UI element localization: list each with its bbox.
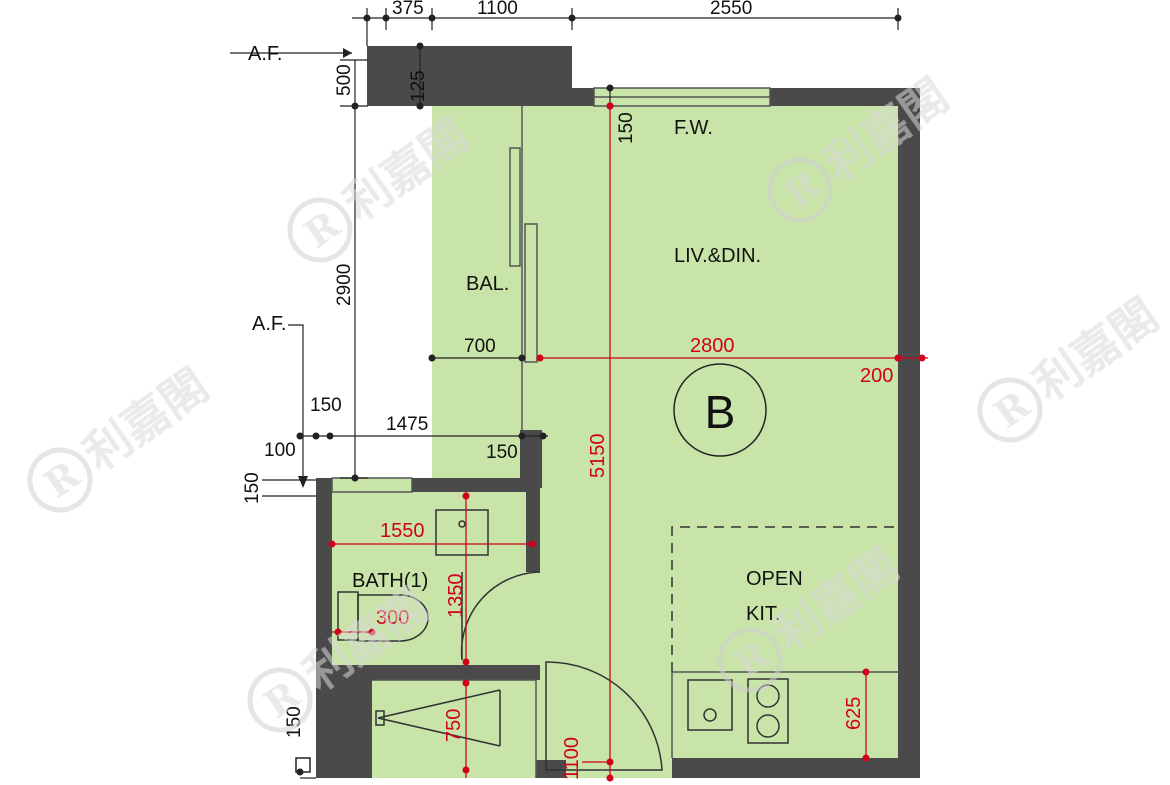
dim-1100: 1100 bbox=[477, 0, 518, 19]
red-dim-2800: 2800 bbox=[690, 335, 735, 357]
basin-drain bbox=[458, 520, 466, 528]
red-dim-1350: 1350 bbox=[445, 574, 467, 619]
room-label-balcony: BAL. bbox=[466, 273, 509, 295]
red-dimension-lines bbox=[332, 106, 928, 778]
bath-window bbox=[331, 477, 413, 493]
dim-150a: 150 bbox=[310, 395, 342, 416]
walls bbox=[316, 46, 920, 778]
wall-top-block bbox=[432, 46, 572, 106]
dim-1475: 1475 bbox=[386, 414, 428, 435]
dim-150-left: 150 bbox=[242, 472, 263, 504]
dim-500: 500 bbox=[334, 64, 355, 96]
sliding-door-panel-1 bbox=[509, 147, 521, 267]
dim-2550: 2550 bbox=[710, 0, 752, 19]
dim-150-fw: 150 bbox=[616, 112, 637, 144]
entry-door-swing bbox=[545, 661, 663, 771]
sliding-door-panel-2 bbox=[524, 223, 538, 363]
red-dim-1100: 1100 bbox=[561, 737, 583, 780]
red-dim-625: 625 bbox=[843, 697, 865, 730]
dim-150b: 150 bbox=[486, 442, 518, 463]
af-mid-arrow bbox=[298, 476, 308, 488]
wc-bowl bbox=[357, 594, 429, 642]
svg-text:利嘉閣: 利嘉閣 bbox=[74, 358, 218, 481]
red-dim-200: 200 bbox=[860, 365, 893, 387]
kitchen-sink bbox=[687, 679, 733, 731]
unit-badge: B bbox=[705, 386, 736, 438]
watermark-logo: R 利嘉閣 bbox=[977, 288, 1168, 443]
dim-125: 125 bbox=[408, 70, 429, 102]
wall-bath-bottom bbox=[332, 665, 540, 680]
partitions bbox=[331, 87, 898, 778]
red-dim-5150: 5150 bbox=[587, 434, 609, 479]
wall-kitchen-bottom bbox=[672, 758, 898, 778]
entry-fill bbox=[540, 560, 672, 778]
shower-fill bbox=[372, 680, 536, 778]
hob bbox=[747, 678, 789, 744]
bath-door-swing bbox=[460, 571, 541, 661]
dim-100: 100 bbox=[264, 440, 296, 461]
dim-2900: 2900 bbox=[334, 264, 355, 306]
wall-column-mid bbox=[520, 430, 542, 488]
wall-right bbox=[898, 88, 920, 778]
af-top-arrow bbox=[343, 48, 352, 58]
balcony-fill bbox=[432, 106, 522, 478]
bottom-marker bbox=[295, 757, 311, 773]
unit-badge-circle bbox=[673, 363, 767, 457]
room-label-kitchen-1: OPEN bbox=[746, 568, 803, 590]
svg-text:利嘉閣: 利嘉閣 bbox=[1024, 288, 1168, 411]
wall-top-left-column bbox=[367, 46, 433, 106]
shower-fan bbox=[377, 689, 501, 747]
shower-head bbox=[375, 710, 385, 726]
af-label-mid: A.F. bbox=[252, 313, 286, 335]
watermark-logo: R 利嘉閣 bbox=[27, 358, 218, 513]
dim-375: 375 bbox=[392, 0, 424, 19]
red-dim-750: 750 bbox=[443, 709, 465, 742]
wall-bottom-left-block bbox=[316, 667, 372, 778]
wall-fw-left bbox=[572, 88, 594, 106]
room-label-kitchen-2: KIT. bbox=[746, 603, 780, 625]
basin bbox=[435, 509, 489, 556]
room-label-bath: BATH(1) bbox=[352, 570, 428, 592]
red-dim-300: 300 bbox=[376, 607, 409, 629]
hob-ring-2 bbox=[756, 714, 780, 738]
wall-bath-right bbox=[526, 492, 540, 572]
red-dim-1550: 1550 bbox=[380, 520, 425, 542]
red-dimension-ticks bbox=[328, 102, 926, 782]
wall-top-right bbox=[770, 88, 920, 106]
dim-700: 700 bbox=[464, 336, 496, 357]
room-label-living: LIV.&DIN. bbox=[674, 245, 761, 267]
open-kitchen-zone bbox=[671, 526, 898, 672]
af-label-top: A.F. bbox=[248, 43, 282, 65]
room-label-fixed-window: F.W. bbox=[674, 117, 713, 139]
wall-entry-bottom-left bbox=[536, 760, 566, 778]
sink-drain bbox=[703, 708, 717, 722]
